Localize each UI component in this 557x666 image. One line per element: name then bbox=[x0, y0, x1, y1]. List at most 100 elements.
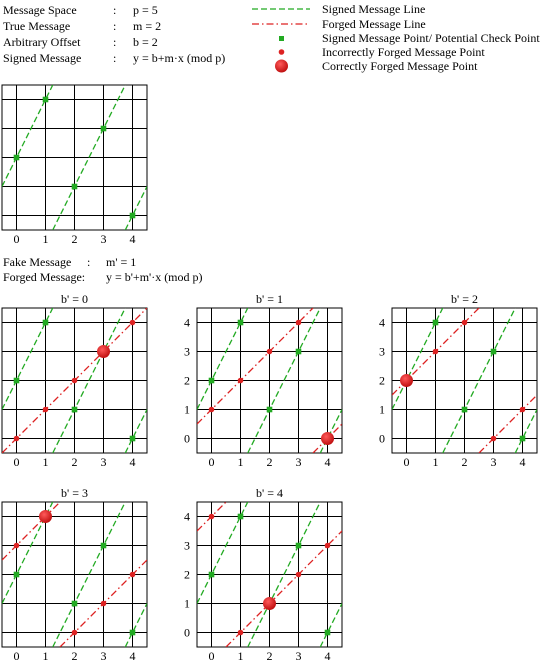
correct-forged-point bbox=[39, 510, 52, 523]
signed-message-point bbox=[42, 319, 49, 326]
param-label: Signed Message bbox=[3, 51, 81, 65]
x-tick-label: 1 bbox=[433, 455, 439, 469]
y-tick-label: 2 bbox=[184, 374, 190, 388]
incorrect-forged-point bbox=[42, 406, 49, 413]
signed-message-point bbox=[100, 542, 107, 549]
incorrect-forged-point bbox=[295, 571, 302, 578]
y-tick-label: 1 bbox=[184, 597, 190, 611]
signed-message-line bbox=[124, 603, 147, 647]
forged-message-line bbox=[225, 530, 342, 647]
signed-message-line bbox=[247, 308, 321, 453]
fake-sep: : bbox=[87, 255, 90, 269]
x-tick-label: 4 bbox=[130, 455, 136, 469]
param-expr: y = b+m·x (mod p) bbox=[133, 51, 225, 65]
signed-message-point bbox=[42, 96, 49, 103]
incorrect-forged-point bbox=[490, 435, 497, 442]
parameter-block: Message Space : p = 5 True Message : m =… bbox=[3, 3, 225, 65]
x-tick-label: 0 bbox=[209, 455, 215, 469]
signed-message-point bbox=[208, 571, 215, 578]
param-expr: b = 2 bbox=[133, 35, 158, 49]
signed-message-point bbox=[129, 212, 136, 219]
x-tick-label: 1 bbox=[43, 455, 49, 469]
y-tick-label: 2 bbox=[379, 374, 385, 388]
incorrect-forged-point bbox=[13, 542, 20, 549]
incorrect-forged-point bbox=[519, 406, 526, 413]
forged-message-line bbox=[197, 308, 314, 425]
signed-message-point bbox=[490, 348, 497, 355]
signed-message-point bbox=[461, 406, 468, 413]
y-tick-label: 3 bbox=[184, 539, 190, 553]
panel-title: b' = 4 bbox=[256, 486, 283, 500]
panel-title: b' = 1 bbox=[256, 292, 283, 306]
incorrect-forged-point bbox=[129, 571, 136, 578]
y-tick-label: 4 bbox=[379, 316, 385, 330]
fake-expr: m' = 1 bbox=[106, 255, 136, 269]
param-sep: : bbox=[113, 3, 116, 17]
x-tick-label: 1 bbox=[43, 649, 49, 663]
y-tick-label: 3 bbox=[184, 345, 190, 359]
legend-incorrect-point-swatch bbox=[278, 49, 285, 55]
panel-frame bbox=[391, 307, 538, 454]
signed-message-line bbox=[124, 409, 147, 453]
panel-title: b' = 0 bbox=[61, 292, 88, 306]
signed-message-point bbox=[71, 406, 78, 413]
incorrect-forged-point bbox=[237, 629, 244, 636]
signed-message-point bbox=[324, 629, 331, 636]
signed-message-point bbox=[295, 542, 302, 549]
signed-message-point bbox=[13, 377, 20, 384]
forged-message-line bbox=[478, 394, 537, 453]
param-label: Message Space bbox=[3, 3, 77, 17]
signed-message-line bbox=[52, 85, 126, 230]
correct-forged-point bbox=[400, 374, 413, 387]
x-tick-label: 4 bbox=[325, 649, 331, 663]
signed-message-line bbox=[52, 308, 126, 453]
panel-title: b' = 3 bbox=[61, 486, 88, 500]
signed-message-point bbox=[13, 571, 20, 578]
legend-label: Incorrectly Forged Message Point bbox=[322, 45, 485, 59]
y-tick-label: 4 bbox=[184, 510, 190, 524]
fake-expr: y = b'+m'·x (mod p) bbox=[106, 270, 203, 284]
legend-label: Forged Message Line bbox=[322, 17, 426, 31]
incorrect-forged-point bbox=[324, 542, 331, 549]
x-tick-label: 3 bbox=[296, 649, 302, 663]
signed-message-point bbox=[519, 435, 526, 442]
signed-message-point bbox=[266, 406, 273, 413]
y-tick-label: 0 bbox=[379, 432, 385, 446]
x-tick-label: 0 bbox=[209, 649, 215, 663]
panel-frame bbox=[196, 307, 343, 454]
signed-message-line bbox=[52, 502, 126, 647]
incorrect-forged-point bbox=[129, 319, 136, 326]
x-tick-label: 0 bbox=[404, 455, 410, 469]
x-tick-label: 2 bbox=[462, 455, 468, 469]
incorrect-forged-point bbox=[208, 513, 215, 520]
fake-label: Forged Message: bbox=[3, 270, 85, 284]
incorrect-forged-point bbox=[13, 435, 20, 442]
correct-forged-point bbox=[97, 345, 110, 358]
incorrect-forged-point bbox=[237, 377, 244, 384]
signed-message-line bbox=[319, 603, 342, 647]
x-tick-label: 3 bbox=[101, 455, 107, 469]
incorrect-forged-point bbox=[208, 406, 215, 413]
forged-message-line bbox=[2, 502, 61, 561]
signed-message-point bbox=[129, 435, 136, 442]
x-tick-label: 4 bbox=[520, 455, 526, 469]
panel-title: b' = 2 bbox=[451, 292, 478, 306]
y-tick-label: 4 bbox=[184, 316, 190, 330]
signed-message-point bbox=[295, 348, 302, 355]
correct-forged-point bbox=[263, 597, 276, 610]
panel-frame bbox=[1, 84, 148, 231]
signed-message-point bbox=[13, 154, 20, 161]
x-tick-label: 3 bbox=[296, 455, 302, 469]
incorrect-forged-point bbox=[295, 319, 302, 326]
panel-frame bbox=[1, 307, 148, 454]
y-tick-label: 1 bbox=[379, 403, 385, 417]
incorrect-forged-point bbox=[266, 348, 273, 355]
signed-message-point bbox=[71, 183, 78, 190]
y-tick-label: 2 bbox=[184, 568, 190, 582]
signed-message-point bbox=[237, 319, 244, 326]
x-tick-label: 1 bbox=[238, 455, 244, 469]
legend: Signed Message Line Forged Message Line … bbox=[252, 2, 540, 73]
